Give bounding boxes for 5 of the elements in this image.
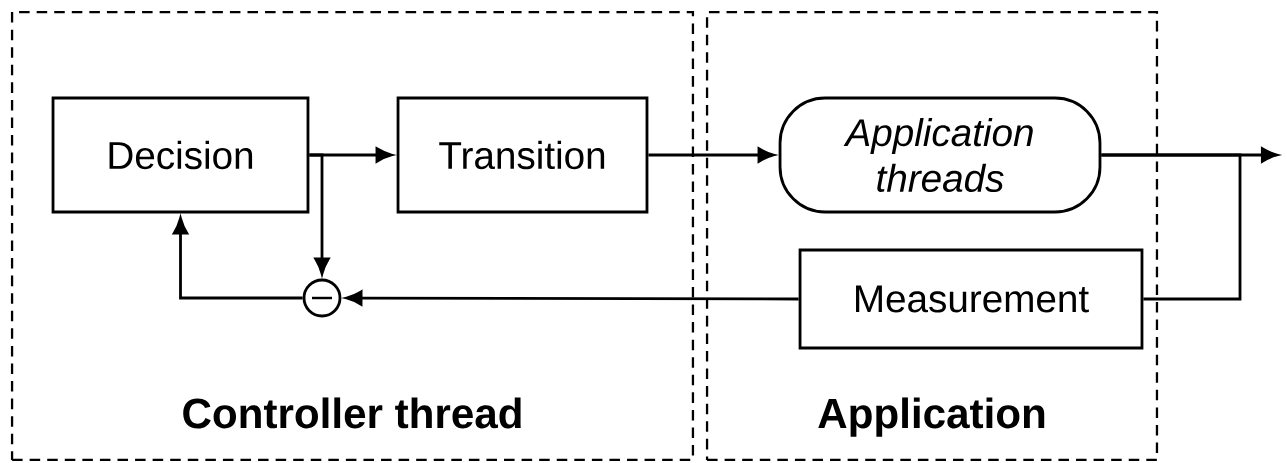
summing-junction — [302, 278, 342, 318]
process-box: Transition — [396, 96, 649, 214]
rounded-box: Application threads — [778, 96, 1102, 214]
process-box: Decision — [51, 96, 310, 214]
process-box: Measurement — [798, 248, 1144, 350]
